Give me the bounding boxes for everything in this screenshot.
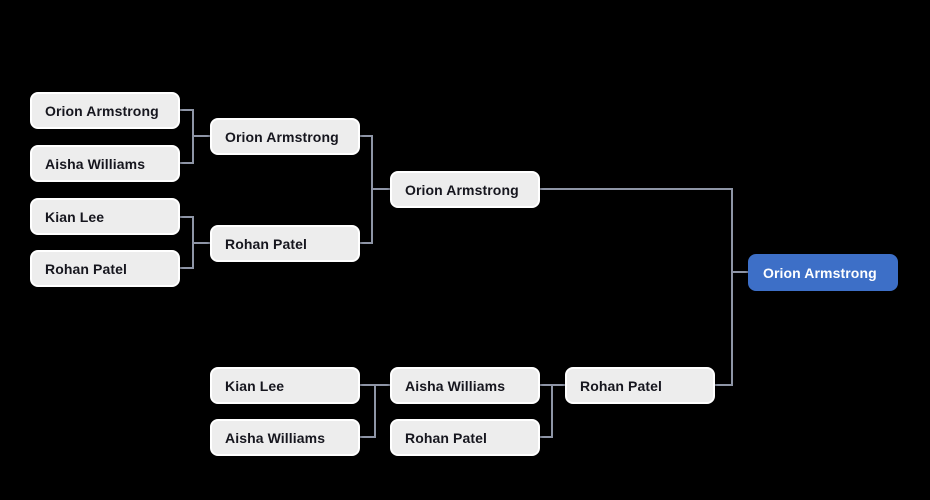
top-round2-slot1[interactable]: Orion Armstrong	[210, 118, 360, 155]
participant-name: Orion Armstrong	[45, 102, 159, 119]
participant-name: Rohan Patel	[405, 429, 488, 446]
participant-name: Rohan Patel	[580, 377, 663, 394]
bottom-round2-slot1[interactable]: Aisha Williams	[390, 367, 540, 404]
connector-top-match2	[180, 216, 210, 269]
top-round2-slot2[interactable]: Rohan Patel	[210, 225, 360, 262]
top-round1-slot1[interactable]: Orion Armstrong	[30, 92, 180, 129]
participant-name: Rohan Patel	[45, 260, 128, 277]
bottom-round1-slot1[interactable]: Kian Lee	[210, 367, 360, 404]
participant-name: Aisha Williams	[45, 155, 146, 172]
champion-box[interactable]: Orion Armstrong	[748, 254, 898, 291]
participant-name: Kian Lee	[45, 208, 105, 225]
bottom-round1-slot2[interactable]: Aisha Williams	[210, 419, 360, 456]
participant-name: Orion Armstrong	[405, 181, 519, 198]
participant-name: Aisha Williams	[405, 377, 506, 394]
participant-name: Kian Lee	[225, 377, 285, 394]
participant-name: Rohan Patel	[225, 235, 308, 252]
connector-bottom-match1	[360, 384, 390, 438]
champion-name: Orion Armstrong	[763, 264, 877, 281]
connector-bottom-match2	[540, 384, 565, 438]
connector-top-match1	[180, 109, 210, 164]
connector-top-semifinal	[360, 135, 390, 244]
participant-name: Orion Armstrong	[225, 128, 339, 145]
bottom-round2-slot2[interactable]: Rohan Patel	[390, 419, 540, 456]
top-round1-slot2[interactable]: Aisha Williams	[30, 145, 180, 182]
bottom-round3-slot1[interactable]: Rohan Patel	[565, 367, 715, 404]
participant-name: Aisha Williams	[225, 429, 326, 446]
top-round1-slot4[interactable]: Rohan Patel	[30, 250, 180, 287]
top-round3-slot1[interactable]: Orion Armstrong	[390, 171, 540, 208]
connector-final	[540, 188, 748, 386]
top-round1-slot3[interactable]: Kian Lee	[30, 198, 180, 235]
